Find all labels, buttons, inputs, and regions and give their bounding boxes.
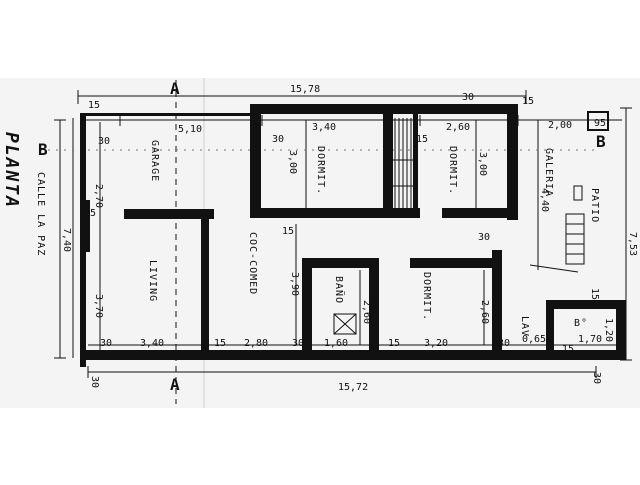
walls xyxy=(80,104,626,367)
room-coc-comed: COC-COMED xyxy=(247,232,258,295)
dim-top-95: 95 xyxy=(594,118,606,129)
room-galeria: GALERIA xyxy=(543,148,554,197)
dim-living-h: 3,70 xyxy=(93,294,104,318)
dim-dormit3-h: 2,60 xyxy=(479,300,490,324)
dim-dormit2-h: 3,00 xyxy=(477,152,488,176)
dim-bottom-total: 15,72 xyxy=(338,382,368,393)
dim-dormit2-w: 2,60 xyxy=(446,122,470,133)
dim-top-30b: 30 xyxy=(272,134,284,145)
dim-top-15b: 15 xyxy=(522,96,534,107)
dimension-lines xyxy=(40,80,632,404)
room-lav: LAV xyxy=(519,316,530,337)
room-living: LIVING xyxy=(147,260,158,302)
corner-piece xyxy=(587,111,609,131)
dim-garage-h: 2,70 xyxy=(93,184,104,208)
dim-galeria-w: 2,00 xyxy=(548,120,572,131)
dim-dormit1-h: 3,00 xyxy=(287,150,298,174)
dim-garage-w: 5,10 xyxy=(178,124,202,135)
room-bano-b: B° xyxy=(574,318,588,329)
dim-top-15c: 15 xyxy=(416,134,428,145)
section-b-right: B xyxy=(596,132,606,151)
dim-bano-b-h: 1,20 xyxy=(603,318,614,342)
patio-ladder xyxy=(565,185,585,265)
dim-coc-h: 3,90 xyxy=(289,272,300,296)
dim-b30-3: 30 xyxy=(498,338,510,349)
section-b-left: B xyxy=(38,140,48,159)
dim-coc-w: 2,80 xyxy=(244,338,268,349)
dimension-labels: 15,78 15,72 7,40 7,53 5,10 3,40 2,60 2,0… xyxy=(61,84,638,393)
dim-bano-b-w: 1,70 xyxy=(578,334,602,345)
street-name: CALLE LA PAZ xyxy=(35,172,46,256)
dim-l15: 15 xyxy=(84,208,96,219)
dim-bano-h: 2,60 xyxy=(361,300,372,324)
dim-b15-1: 15 xyxy=(214,338,226,349)
dim-dormit1-w: 3,40 xyxy=(312,122,336,133)
dim-galeria-h: 4,40 xyxy=(539,188,550,212)
dim-b15-2: 15 xyxy=(388,338,400,349)
dim-bano-w: 1,60 xyxy=(324,338,348,349)
dim-living-w: 3,40 xyxy=(140,338,164,349)
dim-m15: 15 xyxy=(282,226,294,237)
room-dormit-2: DORMIT. xyxy=(447,146,458,195)
room-garage: GARAGE xyxy=(149,140,160,182)
dim-r15: 15 xyxy=(589,288,600,300)
stair-hatch xyxy=(393,118,413,208)
dim-r30: 30 xyxy=(591,372,602,384)
room-labels: GARAGE LIVING COC-COMED DORMIT. DORMIT. … xyxy=(147,140,600,337)
room-dormit-3: DORMIT. xyxy=(421,272,432,321)
dim-right-total: 7,53 xyxy=(627,232,638,256)
dim-dormit3-w: 3,20 xyxy=(424,338,448,349)
room-patio: PATIO xyxy=(589,188,600,223)
plan-title: PLANTA xyxy=(1,132,22,209)
dim-m30: 30 xyxy=(478,232,490,243)
section-a-bottom: A xyxy=(170,375,180,394)
dim-top-30a: 30 xyxy=(462,92,474,103)
dim-b30-2: 30 xyxy=(292,338,304,349)
dim-b30-4: 30 xyxy=(89,376,100,388)
dim-b30-1: 30 xyxy=(100,338,112,349)
section-a-top: A xyxy=(170,79,180,98)
room-bano: BAÑO xyxy=(333,276,346,304)
dim-b15-3: 15 xyxy=(562,344,574,355)
dim-l30: 30 xyxy=(98,136,110,147)
section-markers: A A B B xyxy=(38,79,606,394)
dim-left-total: 7,40 xyxy=(61,228,72,252)
dim-top-total: 15,78 xyxy=(290,84,320,95)
dim-top-15a: 15 xyxy=(88,100,100,111)
room-dormit-1: DORMIT. xyxy=(315,146,326,195)
bano-fixture xyxy=(333,313,357,335)
dim-lav-w: 0,65 xyxy=(522,334,546,345)
